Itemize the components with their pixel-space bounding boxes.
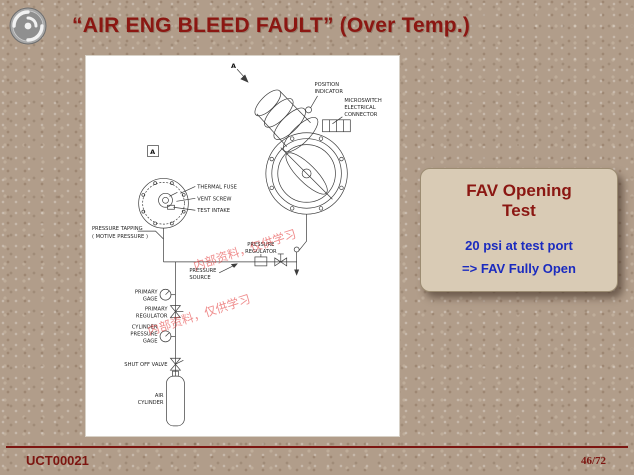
svg-text:SOURCE: SOURCE — [189, 275, 210, 281]
svg-text:GAGE: GAGE — [143, 297, 158, 303]
svg-text:CONNECTOR: CONNECTOR — [344, 112, 377, 118]
svg-text:REGULATOR: REGULATOR — [245, 249, 277, 255]
watermark: 内部资料，仅供学习 内部资料，仅供学习 — [146, 227, 298, 338]
label-vent-screw: VENT SCREW — [197, 196, 231, 202]
callout-title: FAV Opening Test — [466, 181, 572, 221]
slide-title: “AIR ENG BLEED FAULT” (Over Temp.) — [72, 14, 471, 37]
watermark-text: 内部资料，仅供学习 — [192, 227, 298, 273]
valve-assembly-drawing — [137, 68, 351, 427]
svg-text:CYLINDER: CYLINDER — [138, 400, 164, 406]
label-air-cylinder: AIR — [155, 393, 164, 399]
label-test-intake: TEST INTAKE — [196, 208, 230, 214]
callout-line-2: => FAV Fully Open — [462, 261, 576, 277]
company-logo — [8, 6, 48, 46]
label-pressure-regulator: PRESSURE — [247, 242, 274, 248]
diagram-panel: A A POSITION INDICATOR MICROSWITCH ELECT… — [85, 55, 400, 437]
label-shut-off-valve: SHUT OFF VALVE — [124, 362, 167, 368]
label-pressure-tapping: PRESSURE TAPPING — [92, 226, 143, 232]
page-number: 46/72 — [580, 455, 606, 467]
callout-box: FAV Opening Test 20 psi at test port => … — [420, 168, 618, 292]
label-marker-top: A — [231, 62, 236, 70]
label-cylinder-pressure-gage: CYLINDER — [132, 324, 158, 330]
label-thermal-fuse: THERMAL FUSE — [196, 184, 237, 190]
fav-diagram: A A POSITION INDICATOR MICROSWITCH ELECT… — [92, 62, 382, 427]
footer-divider — [6, 446, 628, 448]
diagram-labels: A A POSITION INDICATOR MICROSWITCH ELECT… — [92, 62, 382, 406]
svg-text:GAGE: GAGE — [143, 338, 158, 344]
svg-text:( MOTIVE PRESSURE ): ( MOTIVE PRESSURE ) — [92, 234, 148, 240]
label-marker-box: A — [150, 148, 155, 156]
label-primary-gage: PRIMARY — [135, 290, 158, 296]
callout-line-1: 20 psi at test port — [465, 237, 573, 253]
svg-text:REGULATOR: REGULATOR — [136, 314, 168, 320]
label-microswitch: MICROSWITCH — [344, 98, 382, 104]
svg-text:PRESSURE: PRESSURE — [130, 331, 157, 337]
swirl-logo-icon — [9, 7, 47, 45]
svg-text:INDICATOR: INDICATOR — [315, 89, 344, 95]
label-pressure-source: PRESSURE — [189, 268, 216, 274]
label-position-indicator: POSITION — [315, 82, 340, 88]
label-primary-regulator: PRIMARY — [145, 307, 168, 313]
footer-code: UCT00021 — [26, 453, 89, 468]
svg-text:ELECTRICAL: ELECTRICAL — [344, 105, 375, 111]
